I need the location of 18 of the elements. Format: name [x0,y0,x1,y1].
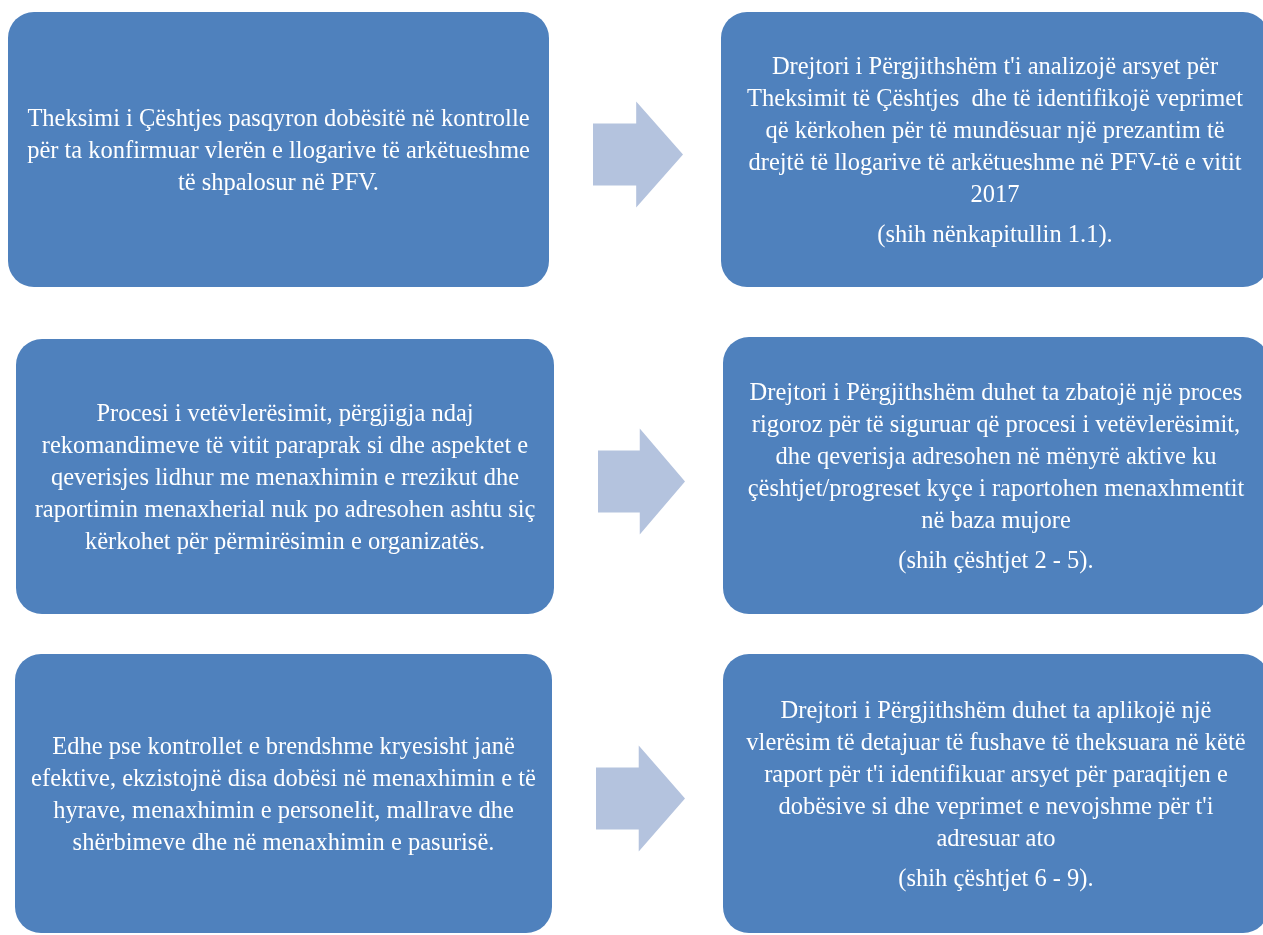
reference-text: (shih nënkapitullin 1.1). [877,218,1113,250]
box-text: Edhe pse kontrollet e brendshme kryesisht janë efektive, ekzistojnë disa dobësi në menaxhimin e të hyrave, menaxhimin e personelit, mallrave dhe shërbimeve dhe në menaxhimin e pasurisë. [30,730,537,857]
reference-text: (shih çështjet 2 - 5). [898,544,1094,576]
process-box [16,339,554,614]
box-text: Theksimi i Çështjes pasqyron dobësitë në kontrolle për ta konfirmuar vlerën e llogarive të arkëtueshme të shpalosur në PFV. [26,102,531,197]
process-box [723,337,1263,614]
block-arrow [593,101,683,208]
box-text: Drejtori i Përgjithshëm duhet ta zbatojë një proces rigoroz për të siguruar që procesi i vetëvlerësimit, dhe qeverisja adresohen në mënyrë aktive ku çështjet/progreset kyçe i raportohen menaxhmentit në baza mujore [746,376,1246,535]
process-box [15,654,552,933]
block-arrow [598,428,685,535]
box-text: Drejtori i Përgjithshëm t'i analizojë arsyet për Theksimit të Çështjes dhe të identifikojë veprimet që kërkohen për të mundësuar një prezantim të drejtë të llogarive të arkëtueshme në PFV-të e vitit 2017 [746,50,1244,209]
process-box [721,12,1263,287]
block-arrow [596,745,685,852]
process-box [723,654,1263,933]
box-text: Procesi i vetëvlerësimit, përgjigja ndaj rekomandimeve të vitit paraprak si dhe aspektet e qeverisjes lidhur me menaxhimin e rrezikut dhe raportimin menaxherial nuk po adresohen ashtu siç kërkohet për përmirësimin e organizatës. [33,397,537,556]
box-text: Drejtori i Përgjithshëm duhet ta aplikojë një vlerësim të detajuar të fushave të theksuara në këtë raport për t'i identifikuar arsyet për paraqitjen e dobësive si dhe veprimet e nevojshme për t'i adresuar ato [745,694,1247,853]
process-box [8,12,549,287]
reference-text: (shih çështjet 6 - 9). [898,862,1094,894]
